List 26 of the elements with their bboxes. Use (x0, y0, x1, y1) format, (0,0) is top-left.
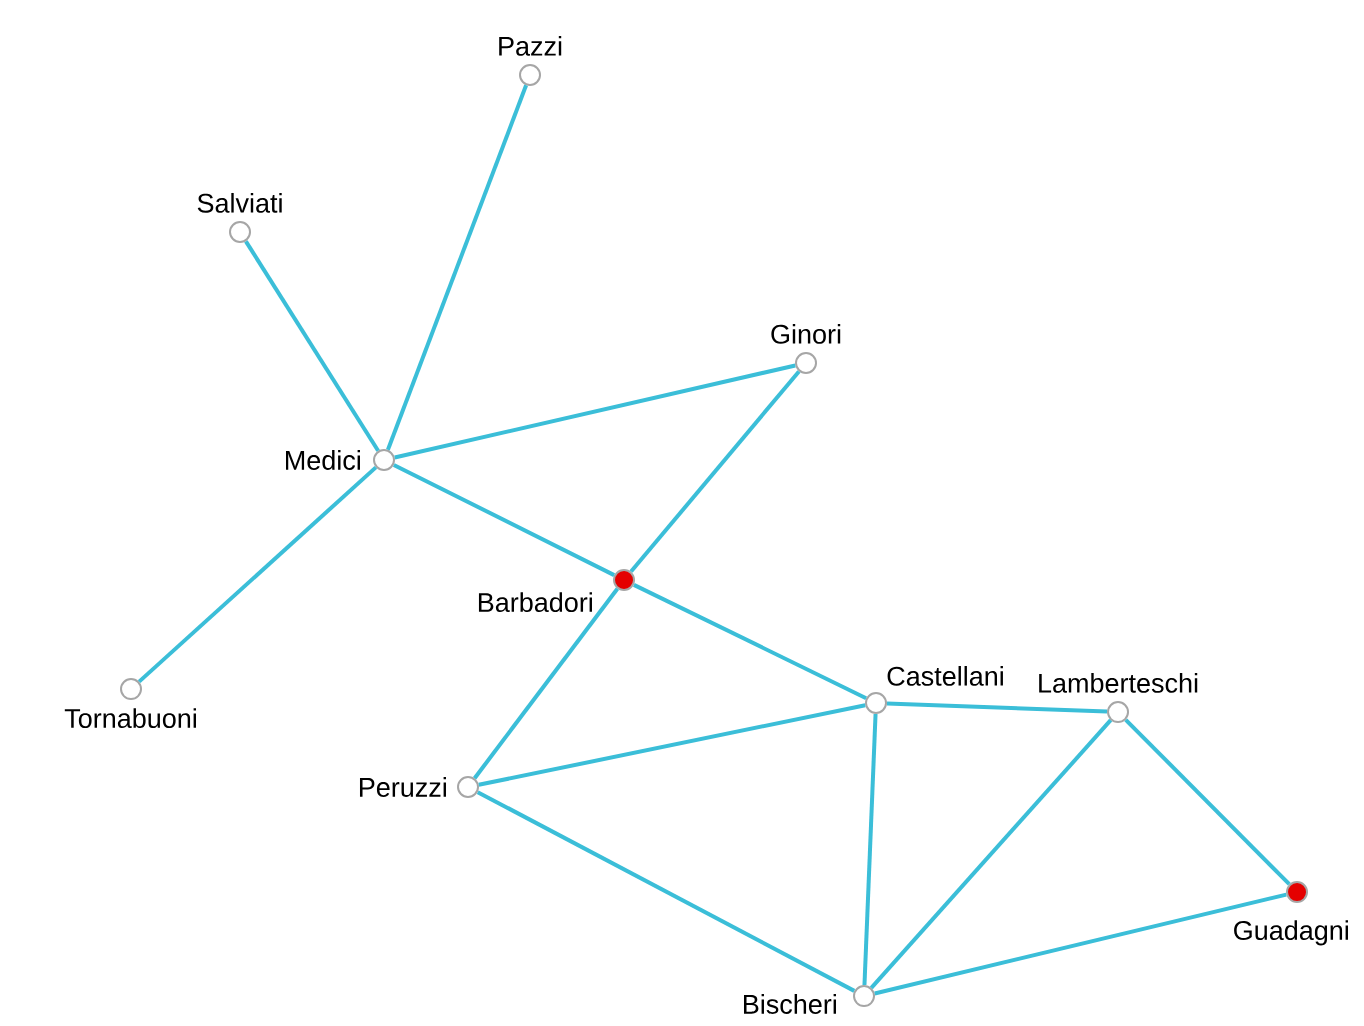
connector-line (386, 84, 528, 451)
connector-line (244, 240, 380, 452)
connector-line (633, 583, 867, 700)
node-label: Ginori (771, 323, 841, 344)
connector-line (473, 587, 619, 780)
connector-line (629, 370, 801, 573)
connector-line (874, 892, 1287, 996)
node-label: Barbadori (478, 592, 592, 613)
connector-line (392, 463, 616, 577)
connector-line (137, 465, 378, 684)
connector-line (478, 703, 866, 787)
connector-line (862, 713, 878, 986)
node-label: Medici (286, 450, 360, 470)
connector-line (394, 363, 796, 460)
node-label: Tornabuoni (64, 708, 196, 729)
node-label: Bischeri (744, 994, 836, 1014)
connector-line (476, 790, 856, 993)
node-label: Castellani (887, 665, 1003, 686)
node-label: Guadagni (1234, 920, 1348, 946)
connector-line (869, 718, 1113, 990)
node-label: Pazzi (499, 35, 562, 56)
node-label: Salviati (197, 192, 282, 213)
node-label: Lamberteschi (1039, 672, 1198, 693)
connector-line (1124, 718, 1291, 886)
connector-line (886, 701, 1108, 714)
node-label: Peruzzi (360, 777, 446, 797)
